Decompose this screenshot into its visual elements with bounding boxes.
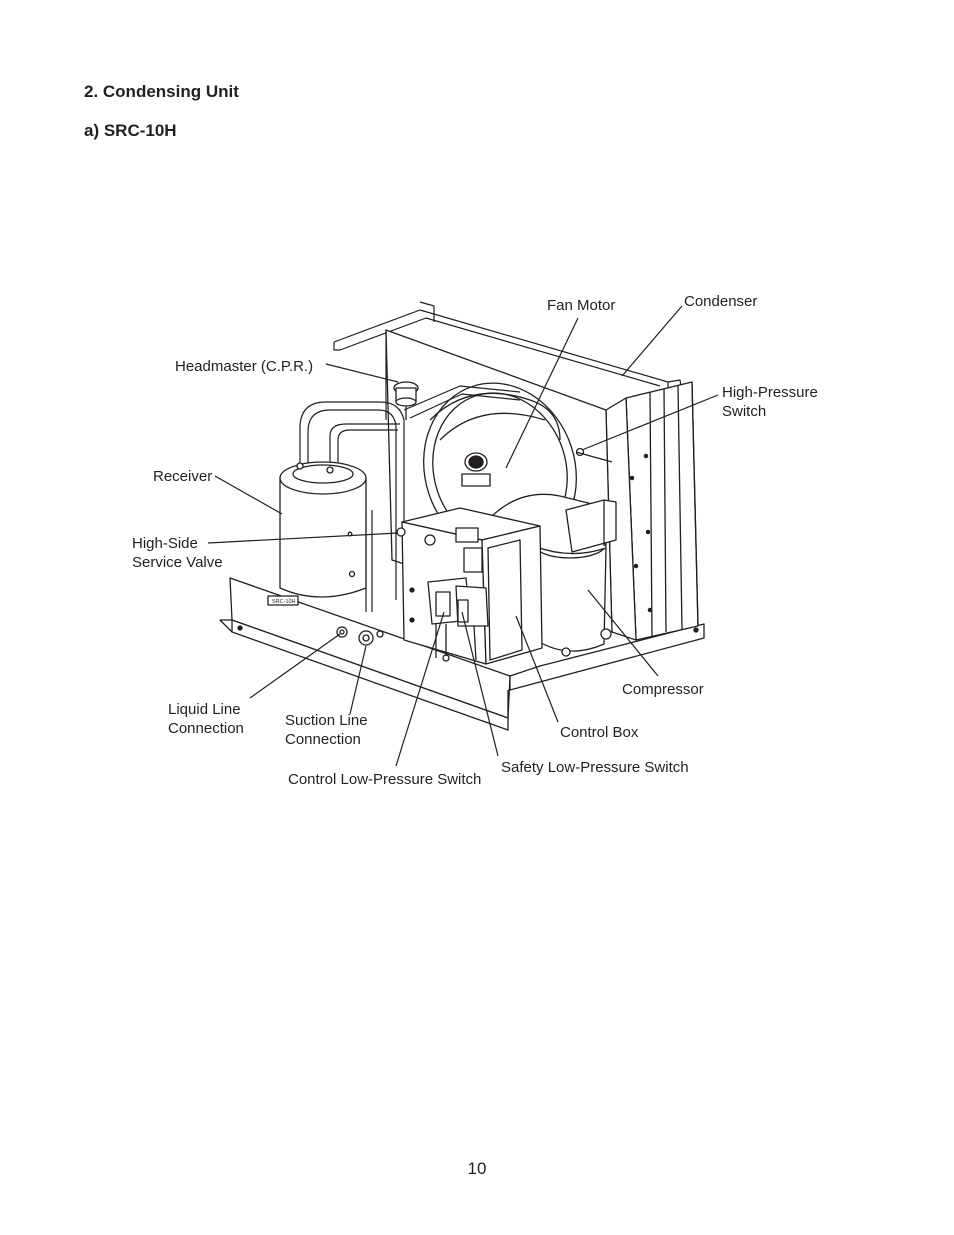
leader-headmaster (325, 363, 399, 383)
label-high-pressure-switch-2: Switch (722, 403, 766, 420)
label-fan-motor: Fan Motor (547, 297, 615, 314)
callout-labels: Fan Motor Condenser Headmaster (C.P.R.) … (132, 293, 818, 788)
leader-condenser (621, 305, 683, 377)
label-headmaster: Headmaster (C.P.R.) (175, 358, 313, 375)
leader-high-pressure-switch (581, 394, 719, 451)
high-side-service-valve (396, 527, 406, 537)
page-number: 10 (467, 1159, 487, 1178)
label-high-side-1: High-Side (132, 535, 198, 552)
label-suction-line-2: Connection (285, 731, 361, 748)
model-plate (267, 595, 299, 606)
label-suction-line-1: Suction Line (285, 712, 368, 729)
leader-compressor (587, 589, 659, 677)
pressure-switches (427, 577, 489, 661)
leader-control-box (515, 615, 559, 723)
label-receiver: Receiver (153, 468, 212, 485)
condenser (605, 381, 699, 641)
label-control-lp-switch: Control Low-Pressure Switch (288, 771, 481, 788)
leader-suction-line (349, 645, 367, 715)
leader-fan-motor (505, 317, 579, 469)
leader-control-lp-switch (395, 611, 445, 767)
label-safety-lp-switch: Safety Low-Pressure Switch (501, 759, 689, 776)
control-box (401, 507, 543, 665)
label-high-side-2: Service Valve (132, 554, 223, 571)
label-liquid-line-2: Connection (168, 720, 244, 737)
label-condenser: Condenser (684, 293, 757, 310)
compressor (489, 493, 617, 657)
headmaster-valve (393, 381, 419, 420)
label-high-pressure-switch-1: High-Pressure (722, 384, 818, 401)
leader-liquid-line (249, 633, 341, 699)
leader-lines (207, 305, 719, 767)
label-control-box: Control Box (560, 724, 639, 741)
model-plate-text: SRC-10H (272, 599, 296, 605)
leader-high-side-service-valve (207, 532, 399, 544)
subsection-title: a) SRC-10H (84, 121, 177, 140)
leader-safety-lp-switch (461, 611, 499, 757)
receiver-tank (279, 461, 367, 598)
service-connections (336, 527, 406, 646)
leader-receiver (214, 475, 283, 515)
section-title: 2. Condensing Unit (84, 82, 239, 101)
label-liquid-line-1: Liquid Line (168, 701, 241, 718)
label-compressor: Compressor (622, 681, 704, 698)
